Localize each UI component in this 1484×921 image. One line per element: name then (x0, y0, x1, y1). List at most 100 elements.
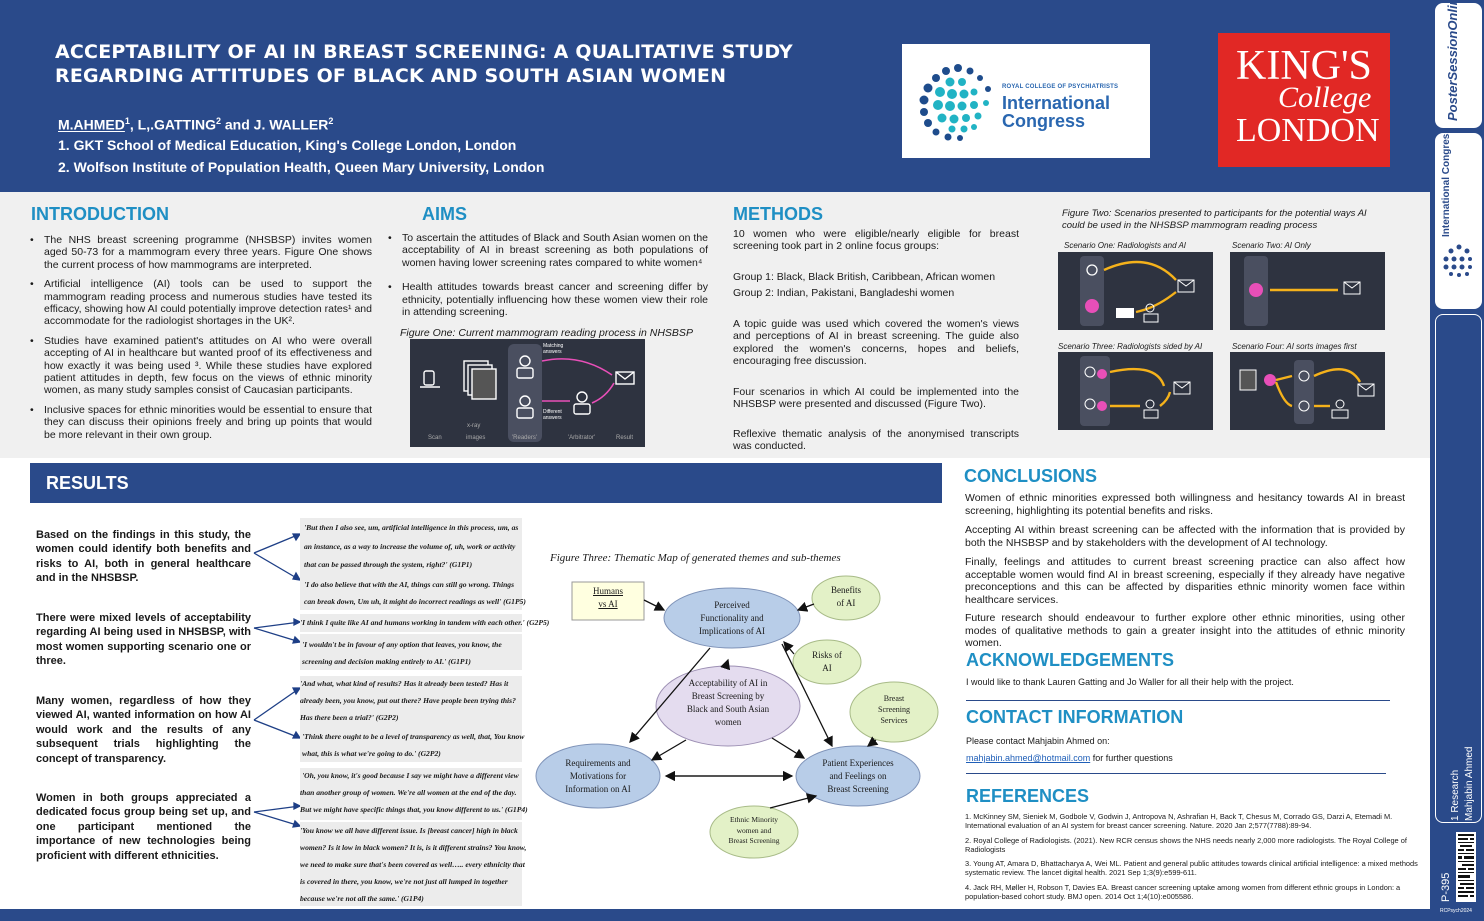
reference-item: 4. Jack RH, Møller H, Robson T, Davies E… (965, 883, 1401, 902)
affiliation-1: 1. GKT School of Medical Education, King… (58, 137, 517, 153)
quote-card: 'You know we all have different issue. I… (300, 822, 526, 906)
rcp-international-congress-logo: ROYAL COLLEGE OF PSYCHIATRISTS Internati… (902, 44, 1150, 158)
figure-two-caption: Figure Two: Scenarios presented to parti… (1062, 208, 1367, 231)
poster-title: ACCEPTABILITY OF AI IN BREAST SCREENING:… (55, 41, 793, 87)
scenario-one-illustration (1080, 256, 1195, 326)
introduction-list: The NHS breast screening programme (NHSB… (30, 234, 372, 448)
conclusions-heading: CONCLUSIONS (964, 466, 1098, 486)
results-connectors (253, 533, 302, 828)
conclusion-paragraph: Accepting AI within breast screening can… (965, 524, 1405, 549)
dot-globe-icon (1443, 244, 1472, 277)
methods-group1: Group 1: Black, Black British, Caribbean… (733, 271, 996, 283)
rcp-congress-label: Congress (1002, 111, 1086, 131)
authors: M.AHMED1, L,.GATTING2 and J. WALLER2 (58, 116, 334, 133)
mammogram-process-illustration (420, 344, 635, 442)
scenario-four-diagram (1230, 352, 1385, 430)
aims-bullet: Health attitudes towards breast cancer a… (388, 281, 708, 318)
figure-one-caption: Figure One: Current mammogram reading pr… (400, 327, 693, 339)
poster-session-online-tab[interactable]: PosterSessionOnline (1435, 3, 1482, 128)
reference-item: 3. Young AT, Amara D, Bhattacharya A, We… (965, 859, 1418, 878)
results-banner: RESULTS (30, 463, 942, 503)
theme-ethnic-node (709, 805, 799, 859)
scenario-three-diagram (1058, 352, 1213, 430)
theme-benefits-node (811, 575, 881, 621)
introduction-bullet: Studies have examined patient's attitude… (30, 335, 372, 397)
quote-card: 'But then I also see, um, artificial int… (300, 518, 522, 576)
category-label: 1 Research (1450, 769, 1461, 821)
scenario-one-diagram (1058, 252, 1213, 330)
author-label: Mahjabin Ahmed (1464, 746, 1475, 822)
fig1-scan-label: Scan (428, 435, 442, 441)
conclusion-paragraph: Future research should endeavour to furt… (965, 612, 1405, 650)
brand-label: PosterSessionOnline (1445, 3, 1460, 121)
poster-info-tab[interactable]: 1 Research Mahjabin Ahmed (1435, 314, 1482, 823)
methods-heading: METHODS (733, 204, 823, 224)
scenario-four-illustration (1239, 360, 1375, 424)
theme-breast-services-node (849, 681, 939, 743)
methods-p1: 10 women who were eligible/nearly eligib… (733, 228, 1019, 253)
session-sidebar: PosterSessionOnline International Congre… (1430, 0, 1484, 921)
poster-id-block: P-395 RCPsych2024 (1434, 828, 1482, 916)
aims-list: To ascertain the attitudes of Black and … (388, 232, 708, 325)
conclusion-paragraph: Finally, feelings and attitudes to curre… (965, 556, 1405, 606)
references-heading: REFERENCES (966, 786, 1090, 806)
thematic-map (535, 575, 939, 859)
introduction-bullet: The NHS breast screening programme (NHSB… (30, 234, 372, 271)
figure-three-caption: Figure Three: Thematic Map of generated … (550, 552, 841, 564)
fig1-arbitrator-label: 'Arbitrator' (568, 435, 595, 441)
poster-header (0, 0, 1430, 192)
acknowledgements-text: I would like to thank Lauren Gatting and… (966, 677, 1294, 687)
poster-id: P-395 (1440, 872, 1452, 902)
fig1-xray-label: x-ray (467, 423, 481, 429)
reference-item: 1. McKinney SM, Sieniek M, Godbole V, Go… (965, 812, 1393, 831)
contact-line: mahjabin.ahmed@hotmail.com for further q… (966, 753, 1173, 763)
congress-tab[interactable]: International Congress (1435, 133, 1482, 309)
dot-globe-icon (919, 64, 991, 141)
finding-3: Many women, regardless of how they viewe… (36, 695, 251, 765)
scenario-two-label: Scenario Two: AI Only (1232, 241, 1311, 250)
scenario-two-illustration (1244, 256, 1361, 326)
finding-4: Women in both groups appreciated a dedic… (36, 792, 251, 862)
scenario-three-label: Scenario Three: Radiologists sided by AI (1058, 342, 1203, 351)
fig1-images-label: images (466, 435, 486, 441)
congress-label: International Congress (1441, 133, 1452, 237)
aims-heading: AIMS (422, 204, 467, 224)
introduction-heading: INTRODUCTION (31, 204, 169, 224)
quote-card: 'Oh, you know, it's good because I say w… (300, 768, 528, 820)
scenario-one-label: Scenario One: Radiologists and AI (1064, 241, 1186, 250)
contact-email-link[interactable]: mahjabin.ahmed@hotmail.com (966, 753, 1091, 763)
introduction-bullet: Inclusive spaces for ethnic minorities w… (30, 404, 372, 441)
theme-perceived-node (663, 587, 801, 649)
contact-text: Please contact Mahjabin Ahmed on: (966, 736, 1110, 746)
affiliation-2: 2. Wolfson Institute of Population Healt… (58, 159, 545, 175)
results-heading: RESULTS (46, 473, 129, 493)
rcp-international-label: International (1002, 93, 1111, 113)
methods-group2: Group 2: Indian, Pakistani, Bangladeshi … (733, 287, 955, 299)
conclusion-paragraph: Women of ethnic minorities expressed bot… (965, 492, 1405, 517)
finding-1: Based on the findings in this study, the… (36, 529, 251, 585)
theme-requirements-node (535, 743, 661, 809)
sidebar-footer: RCPsych2024 (1440, 908, 1472, 914)
contact-heading: CONTACT INFORMATION (966, 707, 1184, 727)
scenario-four-label: Scenario Four: AI sorts images first (1232, 342, 1357, 351)
quote-card: 'I think I quite like AI and humans work… (300, 614, 549, 632)
quote-card: 'Think there ought to be a level of tran… (300, 728, 524, 762)
divider (966, 700, 1390, 701)
theme-patient-node (795, 745, 921, 807)
quote-card: 'I do also believe that with the AI, thi… (300, 576, 526, 610)
kings-college-london-logo: KING'S College LONDON (1218, 33, 1390, 167)
quote-card: 'And what, what kind of results? Has it … (300, 676, 522, 728)
reference-item: 2. Royal College of Radiologists. (2021)… (965, 836, 1407, 855)
introduction-bullet: Artificial intelligence (AI) tools can b… (30, 278, 372, 328)
methods-p2: A topic guide was used which covered the… (733, 318, 1019, 368)
